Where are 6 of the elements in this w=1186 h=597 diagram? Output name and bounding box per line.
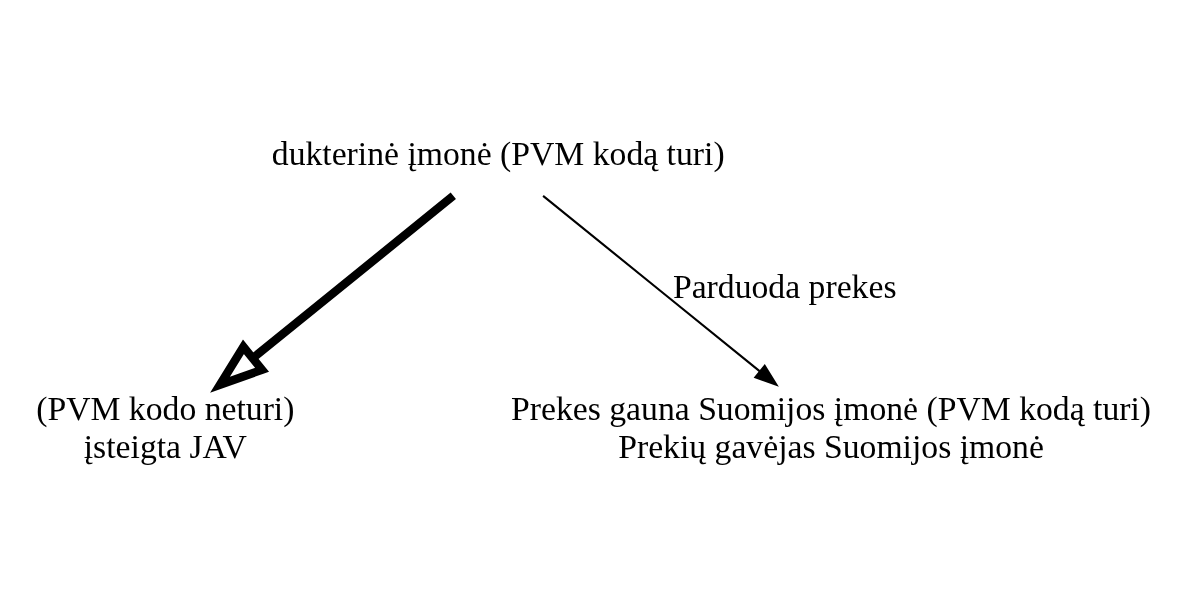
edge-label: Parduoda prekes <box>672 268 897 306</box>
node-text: (PVM kodo neturi) įsteigta JAV <box>36 390 295 466</box>
arrow <box>210 192 456 393</box>
node-text: dukterinė įmonė (PVM kodą turi) <box>271 135 725 173</box>
arrow <box>542 195 779 387</box>
node-text: Prekes gauna Suomijos įmonė (PVM kodą turi) Prekių gavėjas Suomijos įmonė <box>511 390 1152 466</box>
